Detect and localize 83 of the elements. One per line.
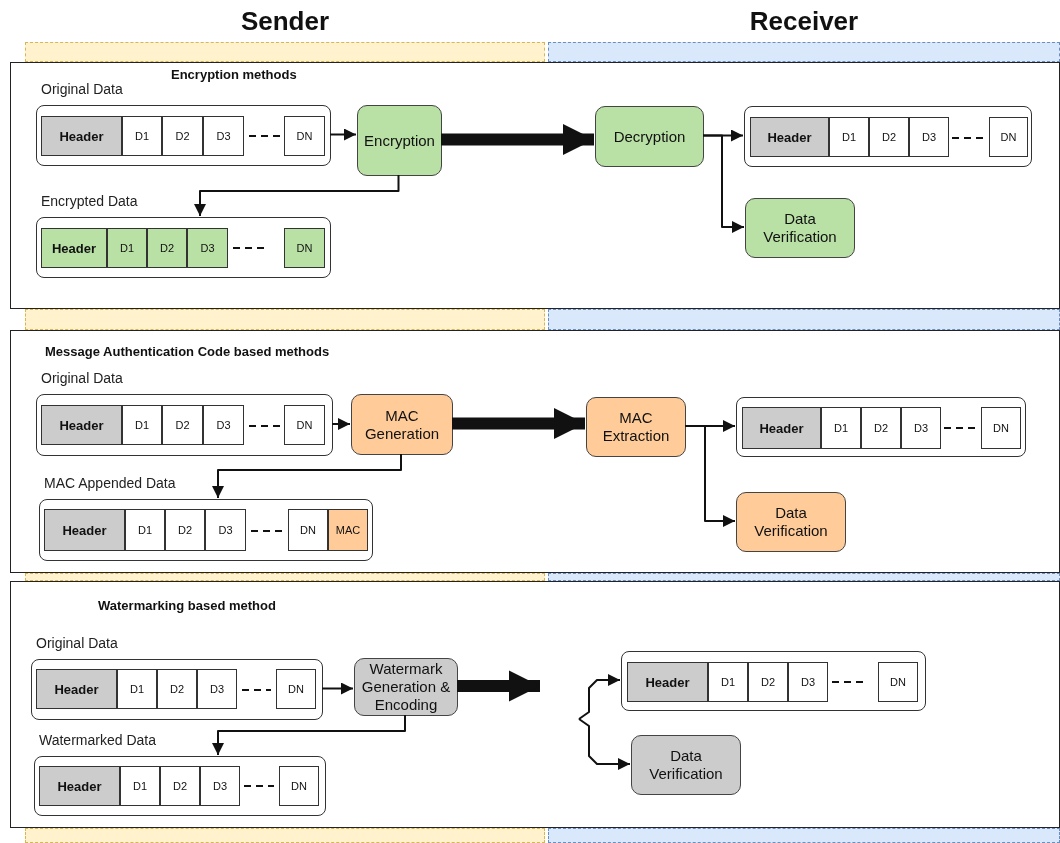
header-field: Header — [750, 117, 829, 157]
data-field: DN — [288, 509, 328, 551]
process-box: Data Verification — [736, 492, 846, 552]
data-field: DN — [981, 407, 1021, 449]
data-field: D1 — [821, 407, 861, 449]
data-field: MAC — [328, 509, 368, 551]
packet-title: MAC Appended Data — [44, 475, 176, 491]
data-field: D2 — [157, 669, 197, 709]
column-title: Receiver — [748, 6, 860, 37]
process-box: Encryption — [357, 105, 442, 176]
data-field: D2 — [160, 766, 200, 806]
block-arrow — [452, 407, 585, 440]
block-arrow — [457, 670, 540, 702]
data-field: D3 — [203, 116, 244, 156]
packet-title: Original Data — [36, 635, 118, 651]
data-field: DN — [276, 669, 316, 709]
header-field: Header — [41, 116, 122, 156]
data-packet — [744, 106, 1032, 167]
packet-title: Encrypted Data — [41, 193, 138, 209]
header-field: Header — [36, 669, 117, 709]
arrow — [702, 134, 745, 233]
arrow — [321, 682, 354, 695]
header-field: Header — [627, 662, 708, 702]
data-field: D2 — [162, 116, 203, 156]
process-box: Data Verification — [745, 198, 855, 258]
data-field: D2 — [869, 117, 909, 157]
data-field: D1 — [117, 669, 157, 709]
arrow — [212, 453, 402, 499]
arrow — [212, 714, 406, 756]
data-field: D3 — [203, 405, 244, 445]
data-field: DN — [989, 117, 1028, 157]
data-field: D2 — [861, 407, 901, 449]
process-box: Watermark Generation & Encoding — [354, 658, 458, 716]
data-field: D3 — [788, 662, 828, 702]
data-field: DN — [284, 116, 325, 156]
arrow — [194, 174, 400, 217]
arrow — [578, 674, 621, 720]
block-arrow — [441, 123, 594, 156]
packet-title: Original Data — [41, 81, 123, 97]
column-title: Sender — [239, 6, 331, 37]
header-field: Header — [742, 407, 821, 449]
data-field: D3 — [901, 407, 941, 449]
data-field: D1 — [122, 116, 162, 156]
process-box: MAC Extraction — [586, 397, 686, 457]
panel-title: Encryption methods — [171, 67, 297, 82]
data-field: D3 — [909, 117, 949, 157]
data-field: D1 — [107, 228, 147, 268]
packet-title: Watermarked Data — [39, 732, 156, 748]
data-field: DN — [284, 405, 325, 445]
data-field: D3 — [200, 766, 240, 806]
data-field: D3 — [197, 669, 237, 709]
data-field: D1 — [829, 117, 869, 157]
data-field: D1 — [708, 662, 748, 702]
process-box: Data Verification — [631, 735, 741, 795]
packet-title: Original Data — [41, 370, 123, 386]
data-field: D3 — [205, 509, 246, 551]
header-field: Header — [39, 766, 120, 806]
data-field: D2 — [748, 662, 788, 702]
arrow — [578, 718, 631, 770]
arrow — [331, 418, 351, 430]
data-packet — [621, 651, 926, 711]
panel-title: Message Authentication Code based methods — [45, 344, 330, 359]
panel-title: Watermarking based method — [98, 598, 276, 613]
data-field: D1 — [120, 766, 160, 806]
data-field: D2 — [165, 509, 205, 551]
data-field: D3 — [187, 228, 228, 268]
data-field: DN — [284, 228, 325, 268]
header-field: Header — [41, 405, 122, 445]
process-box: Decryption — [595, 106, 704, 167]
data-field: D2 — [147, 228, 187, 268]
arrow — [329, 128, 357, 141]
data-field: D1 — [122, 405, 162, 445]
method-panel — [10, 581, 1060, 828]
process-box: MAC Generation — [351, 394, 453, 455]
header-field: Header — [44, 509, 125, 551]
data-packet — [736, 397, 1026, 457]
method-panel — [10, 330, 1060, 573]
method-panel — [10, 62, 1060, 309]
data-field: DN — [279, 766, 319, 806]
data-field: DN — [878, 662, 918, 702]
data-field: D1 — [125, 509, 165, 551]
data-field: D2 — [162, 405, 203, 445]
header-field: Header — [41, 228, 107, 268]
